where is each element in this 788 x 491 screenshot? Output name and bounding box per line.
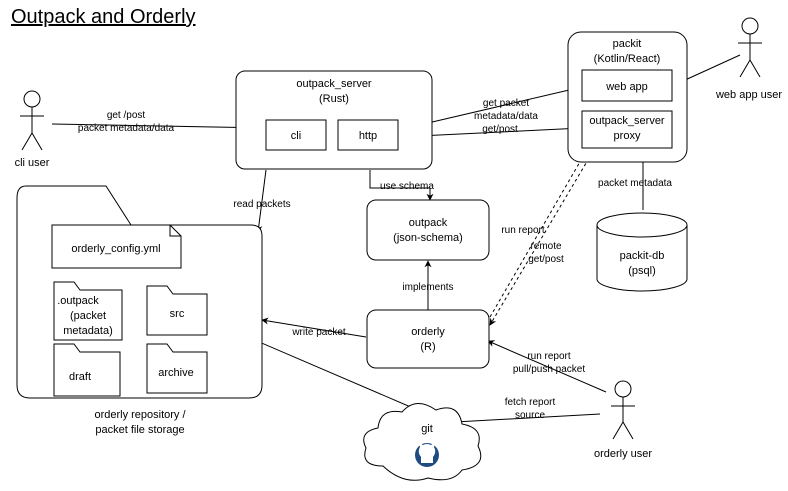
label-packet-metadata: packet metadata	[598, 178, 672, 189]
label-remote-1: remote	[530, 241, 562, 252]
outpack-server-title: outpack_server	[296, 78, 372, 90]
actor-orderly-user: orderly user	[594, 380, 652, 460]
packit-container: packit (Kotlin/React) web app outpack_se…	[567, 31, 688, 163]
web-app-user-label: web app user	[715, 89, 782, 101]
packit-title: packit	[613, 38, 642, 50]
archive-folder-label: archive	[158, 367, 193, 379]
cli-user-label: cli user	[15, 157, 50, 169]
label-fetch-report-1: fetch report	[505, 397, 556, 408]
edge-write-packet	[261, 317, 367, 338]
proxy-label-line2: proxy	[614, 130, 641, 142]
orderly-title: orderly	[411, 326, 445, 338]
edge-orderly-user-to-orderly	[487, 340, 607, 393]
label-run-report-pull-1: run report	[527, 351, 571, 362]
label-write-packet: write packet	[291, 327, 346, 338]
outpack-folder-icon	[53, 281, 123, 341]
diagram-title: Outpack and Orderly	[11, 6, 196, 28]
actor-web-app-user: web app user	[715, 17, 782, 101]
actor-cli-user: cli user	[15, 90, 50, 169]
label-use-schema: use schema	[380, 181, 434, 192]
web-app-user-head-icon	[741, 17, 759, 35]
github-icon	[415, 443, 439, 467]
cli-user-head-icon	[23, 90, 41, 108]
orderly-box: orderly (R)	[366, 309, 490, 369]
orderly-subtitle: (R)	[420, 341, 435, 353]
outpack-subtitle: (json-schema)	[393, 232, 463, 244]
outpack-schema-box: outpack (json-schema)	[366, 199, 490, 261]
packit-db-subtitle: (psql)	[628, 265, 656, 277]
label-remote-2: get/post	[528, 254, 564, 265]
orderly-user-head-icon	[614, 380, 632, 398]
label-cli-get-post-1: get /post	[107, 110, 146, 121]
edge-labels: get /post packet metadata/data get packe…	[78, 98, 672, 421]
edge-orderly-user-to-git	[436, 413, 601, 427]
web-app-box	[581, 69, 673, 102]
config-file-label: orderly_config.yml	[71, 243, 160, 255]
draft-folder-label: draft	[69, 371, 91, 383]
label-cli-get-post-2: packet metadata/data	[78, 123, 175, 134]
outpack-folder-line1: .outpack	[57, 295, 99, 307]
git-label: git	[421, 423, 433, 435]
edge-use-schema	[369, 170, 434, 201]
outpack-server-subtitle: (Rust)	[319, 93, 349, 105]
proxy-box	[581, 110, 673, 149]
http-label: http	[359, 130, 377, 142]
packit-subtitle: (Kotlin/React)	[594, 53, 661, 65]
git-cloud-icon	[363, 403, 482, 481]
edge-cli-user-to-cli	[51, 123, 267, 132]
connectors	[51, 54, 741, 427]
outpack-server-container: outpack_server (Rust) cli http	[235, 70, 433, 170]
outpack-folder-line2: (packet	[70, 310, 106, 322]
cli-box	[265, 119, 327, 151]
packit-db-title: packit-db	[620, 250, 665, 262]
outpack-title: outpack	[409, 217, 448, 229]
orderly-repository-folder: orderly_config.yml .outpack (packet meta…	[16, 185, 263, 436]
label-webapp-get-2: metadata/data	[474, 111, 538, 122]
edge-remote-dashed	[489, 147, 596, 326]
proxy-label-line1: outpack_server	[589, 115, 665, 127]
orderly-user-label: orderly user	[594, 448, 652, 460]
outpack-folder-line3: metadata)	[63, 325, 113, 337]
label-implements: implements	[402, 282, 453, 293]
src-folder-icon	[146, 285, 208, 336]
archive-folder-icon	[146, 343, 208, 394]
config-file-icon	[51, 224, 182, 269]
edge-read-packets	[255, 169, 267, 233]
git-cloud: git	[363, 403, 482, 481]
http-box	[337, 119, 399, 151]
web-app-label: web app	[605, 81, 648, 93]
label-run-report: run report	[501, 225, 545, 236]
label-run-report-pull-2: pull/push packet	[513, 364, 585, 375]
label-webapp-get-1: get packet	[483, 98, 529, 109]
cli-label: cli	[291, 130, 301, 142]
repository-label-line2: packet file storage	[95, 424, 184, 436]
edge-run-report-dashed	[489, 147, 589, 318]
label-webapp-get-3: get/post	[482, 124, 518, 135]
label-fetch-report-2: source	[515, 410, 545, 421]
repository-label-line1: orderly repository /	[94, 409, 186, 421]
draft-folder-icon	[53, 343, 121, 397]
label-read-packets: read packets	[233, 199, 290, 210]
packit-db-cylinder-icon: packit-db (psql)	[596, 212, 688, 292]
src-folder-label: src	[170, 308, 185, 320]
